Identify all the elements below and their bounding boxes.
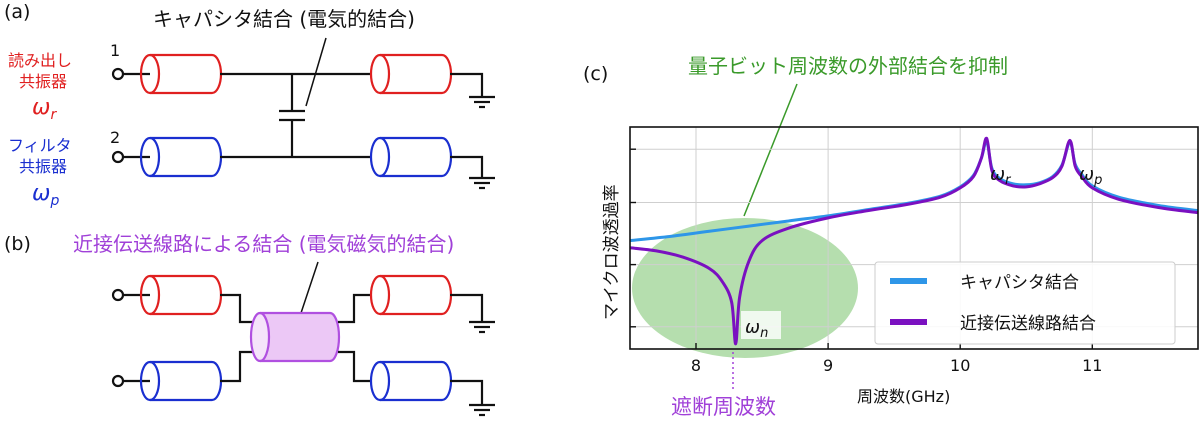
series-proximity-coupling [629,136,1199,346]
filter-resonator-right [369,136,453,178]
circuit-b [111,274,495,417]
panel-b-label: (b) [4,233,31,255]
plot-frame [629,126,1199,350]
y-axis-label: マイクロ波透過率 [602,184,622,320]
suppression-annotation: 量子ビット周波数の外部結合を抑制 [688,54,1008,78]
filter-frequency-symbol: ωp [32,181,59,209]
series-layer [629,136,1199,346]
readout-resonator-left-b [139,274,223,316]
cutoff-frequency-annotation: 遮断周波数 [671,395,776,419]
peak-filter-label: ωp [1079,164,1102,188]
port-1-terminal [111,67,125,81]
capacitive-coupling-label: キャパシタ結合 (電気的結合) [153,7,415,31]
x-tick-label: 9 [823,356,833,375]
readout-frequency-symbol: ωr [32,95,57,123]
circuit-a [111,53,495,190]
readout-resonator-label-1: 読み出し [8,51,72,70]
peak-readout-label: ωr [990,164,1012,188]
readout-resonator-right [369,53,453,95]
x-axis-ticks: 8 9 10 11 [691,343,1102,375]
port-1-label: 1 [110,41,120,60]
port-2-label: 2 [110,128,120,147]
proximity-coupling-label: 近接伝送線路による結合 (電気磁気的結合) [73,232,454,256]
notch-label-bg [741,311,781,339]
x-tick-label: 8 [691,356,701,375]
ground-symbol [469,95,495,109]
filter-resonator-left [139,136,223,178]
proximity-label-pointer [299,261,319,317]
y-axis-ticks [630,148,636,328]
ground-symbol [469,403,495,417]
filter-resonator-label-2: 共振器 [19,157,67,176]
filter-resonator-left-b [139,360,223,402]
port-1-terminal-b [111,288,125,302]
transmission-plot: 8 9 10 11 ωr ωp ωn 遮断周波数 キャパシタ結合 近接伝送線路結合 マ… [602,126,1199,419]
ground-symbol [469,176,495,190]
port-2-terminal-b [111,374,125,388]
panel-a-label: (a) [4,1,30,23]
x-axis-label: 周波数(GHz) [857,387,950,406]
port-2-terminal [111,150,125,164]
readout-resonator-label-2: 共振器 [19,72,67,91]
legend: キャパシタ結合 近接伝送線路結合 [874,261,1176,345]
x-tick-label: 10 [950,356,970,375]
coupled-line-section [249,311,341,363]
legend-label-capacitive: キャパシタ結合 [960,273,1079,293]
x-tick-label: 11 [1082,356,1102,375]
readout-resonator-left [139,53,223,95]
coupling-label-pointer [305,37,327,107]
filter-resonator-label-1: フィルタ [8,136,72,155]
legend-label-proximity: 近接伝送線路結合 [960,314,1096,334]
suppression-region-highlight [632,218,858,358]
ground-symbol [469,320,495,334]
readout-resonator-right-b [369,274,453,316]
notch-frequency-label: ωn [745,317,768,341]
suppression-pointer [743,83,798,217]
panel-c-label: (c) [583,63,608,85]
filter-resonator-right-b [369,360,453,402]
coupling-capacitor [279,74,305,157]
